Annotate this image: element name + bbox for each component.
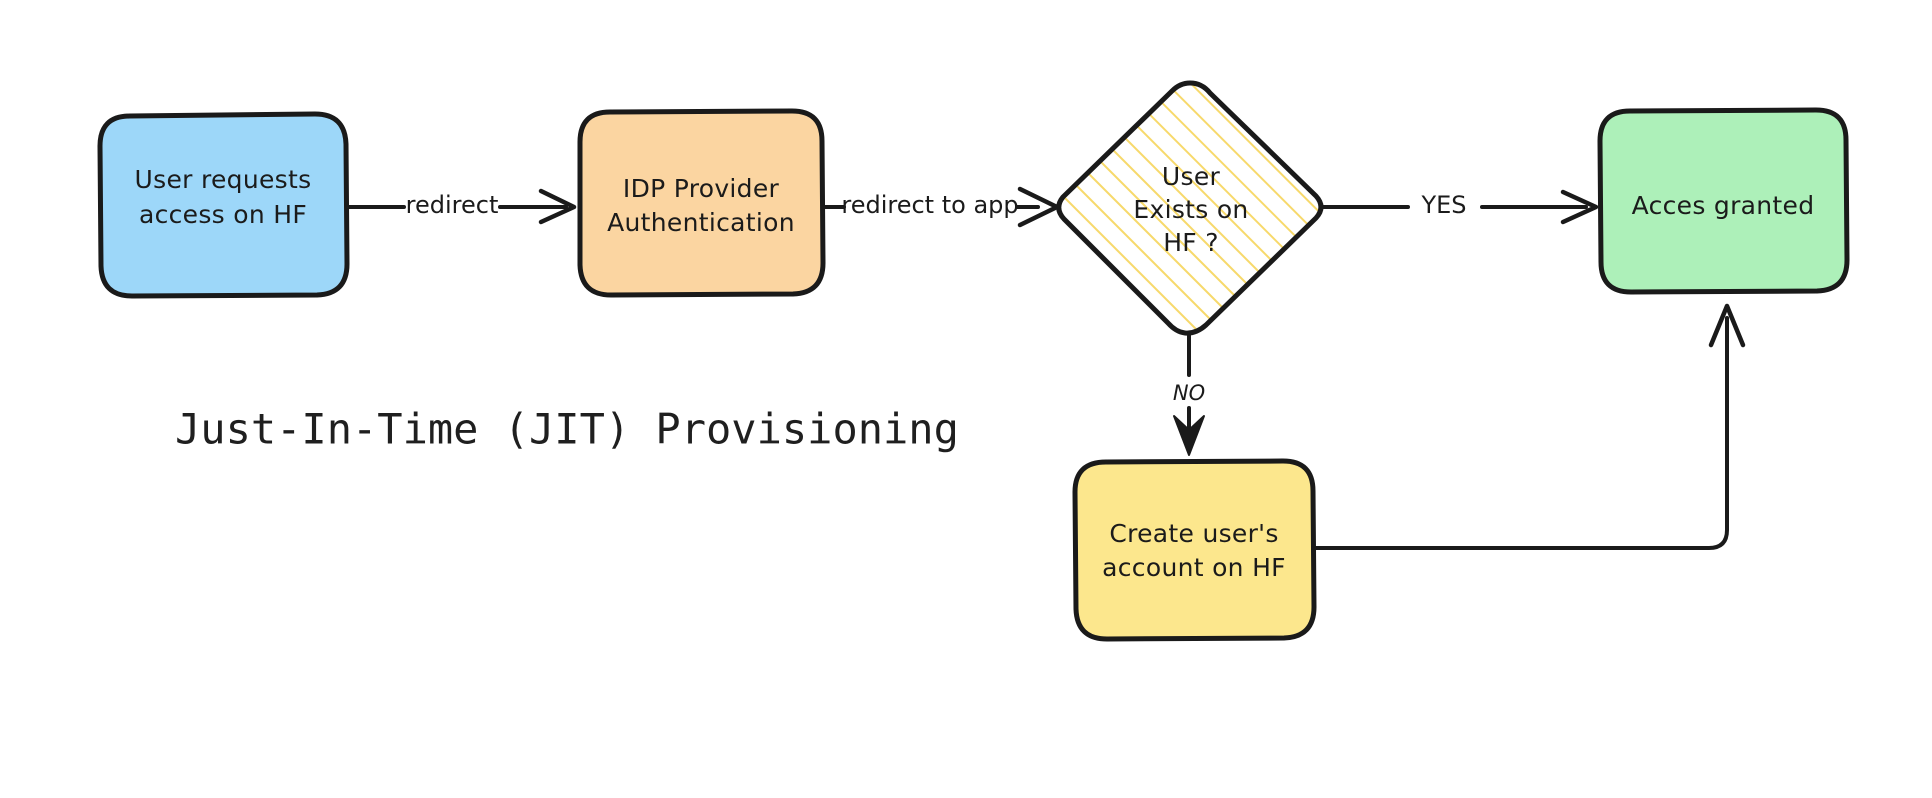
edge-redirect: redirect (347, 188, 577, 225)
edge-loopback-arrowhead (1708, 303, 1746, 348)
node-access-granted-label: Acces granted (1632, 191, 1815, 220)
edge-loopback (1312, 303, 1746, 550)
edge-redirect-arrowhead (538, 188, 577, 225)
diagram-title: Just-In-Time (JIT) Provisioning (175, 405, 959, 454)
node-user-exists-decision-shape (1056, 80, 1324, 336)
edge-redirect-to-app: redirect to app (823, 186, 1060, 228)
edge-yes-arrowhead (1560, 189, 1599, 225)
edge-yes-label: YES (1420, 191, 1466, 219)
node-user-request-label-line1: User requests (135, 165, 312, 194)
node-idp-auth-shape (577, 108, 826, 298)
node-access-granted[interactable]: Acces granted (1597, 107, 1850, 295)
node-user-request[interactable]: User requests access on HF (97, 111, 350, 299)
node-create-account-label-line2: account on HF (1102, 553, 1286, 582)
node-access-granted-shape (1597, 107, 1850, 295)
edge-loopback-line (1312, 316, 1729, 550)
node-idp-auth-label-line1: IDP Provider (623, 174, 780, 203)
edge-redirect-label: redirect (406, 191, 499, 219)
node-create-account-label-line1: Create user's (1109, 519, 1278, 548)
node-idp-auth[interactable]: IDP Provider Authentication (577, 108, 826, 298)
edge-no-arrowhead (1173, 415, 1205, 456)
node-user-exists-decision-label-line1: User (1162, 162, 1221, 191)
edge-yes: YES (1320, 189, 1599, 225)
edge-redirect-to-app-label: redirect to app (841, 191, 1018, 219)
node-user-exists-decision-label-line2: Exists on (1133, 195, 1248, 224)
node-create-account[interactable]: Create user's account on HF (1072, 458, 1317, 642)
node-user-request-shape (97, 111, 350, 299)
node-create-account-shape (1072, 458, 1317, 642)
node-user-request-label-line2: access on HF (139, 200, 307, 229)
node-idp-auth-label-line2: Authentication (607, 208, 795, 237)
edge-no-label: NO (1173, 381, 1205, 405)
edge-no: NO (1173, 331, 1205, 456)
node-user-exists-decision[interactable]: User Exists on HF ? (1056, 80, 1324, 336)
node-user-exists-decision-label-line3: HF ? (1163, 228, 1219, 257)
